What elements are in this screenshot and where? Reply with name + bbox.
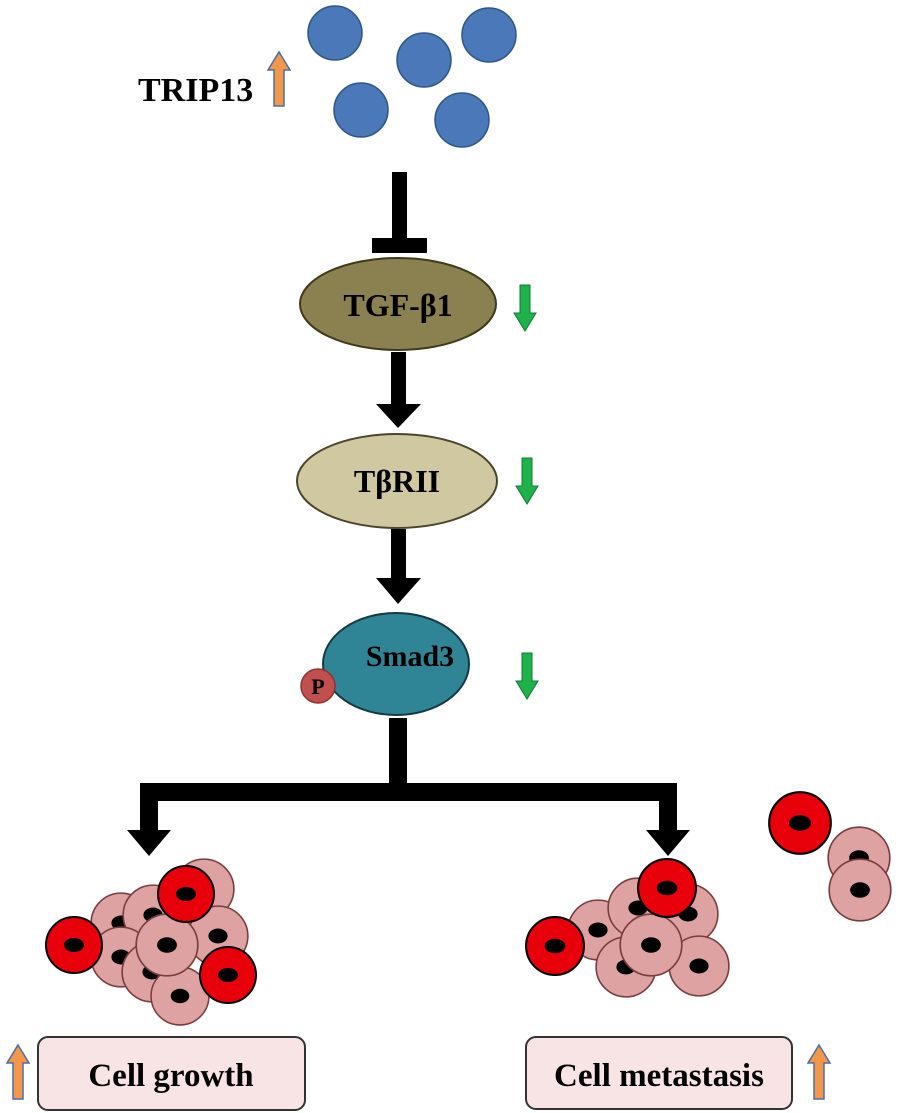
tgf-b1-label: TGF-β1 [343, 287, 452, 323]
smad3-label: Smad3 [366, 640, 454, 673]
node-smad3: Smad3 P [300, 612, 470, 716]
cell-red [157, 865, 215, 923]
molecule-circle [307, 5, 363, 61]
phospho-circle [300, 668, 336, 704]
trip13-label: TRIP13 [138, 72, 253, 109]
cell-red [525, 916, 585, 976]
cell-cluster-growth [45, 858, 257, 1026]
activation-arrow-2 [376, 529, 421, 604]
molecule-circle [333, 82, 389, 138]
cell-red [637, 858, 697, 918]
cell-metastasis-box [525, 1036, 793, 1110]
tbrii-label: TβRII [354, 463, 440, 499]
molecule-circle [461, 7, 517, 63]
activation-arrow-1 [376, 352, 421, 428]
outcome-cell-growth: Cell growth [37, 1036, 306, 1111]
cell-metastasis-label: Cell metastasis [554, 1058, 764, 1094]
node-tbrii: TβRII [296, 433, 498, 529]
tbrii-ellipse [296, 433, 498, 529]
tbrii-down-arrow-icon [515, 457, 539, 505]
tgf-b1-down-arrow-icon [513, 284, 537, 332]
cell-growth-box [37, 1036, 306, 1111]
cell-red [768, 791, 832, 855]
trip13-molecules [307, 5, 517, 148]
phospho-label: P [311, 674, 324, 699]
smad3-ellipse [322, 612, 470, 716]
cell-growth-up-arrow-icon [6, 1044, 30, 1100]
outcome-cell-metastasis: Cell metastasis [525, 1036, 793, 1110]
cell-red [45, 916, 103, 974]
molecule-circle [396, 32, 452, 88]
cell-pink [828, 858, 892, 922]
branch-arrows [127, 718, 690, 856]
smad3-down-arrow-icon [515, 652, 539, 700]
inhibition-arrow [372, 172, 427, 253]
node-tgf-b1: TGF-β1 [299, 257, 497, 351]
cell-pink [135, 913, 199, 977]
trip13-up-arrow-icon [267, 51, 291, 107]
cell-cluster-metastasis [525, 858, 730, 998]
cell-pink [619, 913, 683, 977]
molecule-circle [434, 92, 490, 148]
cell-growth-label: Cell growth [88, 1058, 253, 1094]
metastatic-cells [768, 791, 892, 922]
tgf-b1-ellipse [299, 257, 497, 351]
cell-red [199, 946, 257, 1004]
cell-metastasis-up-arrow-icon [807, 1044, 831, 1100]
